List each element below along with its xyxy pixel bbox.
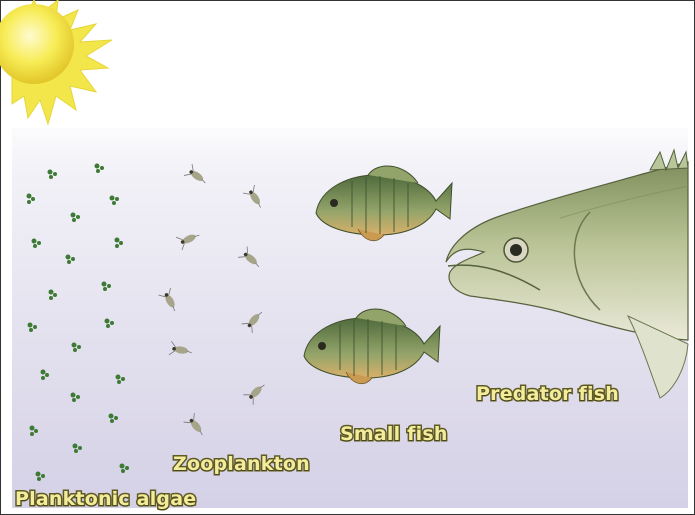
planktonic-algae-label: Planktonic algae [15,490,196,509]
zooplankton-label: Zooplankton [173,455,310,474]
predator-fish-label: Predator fish [476,385,619,404]
small-fish-label: Small fish [340,425,448,444]
